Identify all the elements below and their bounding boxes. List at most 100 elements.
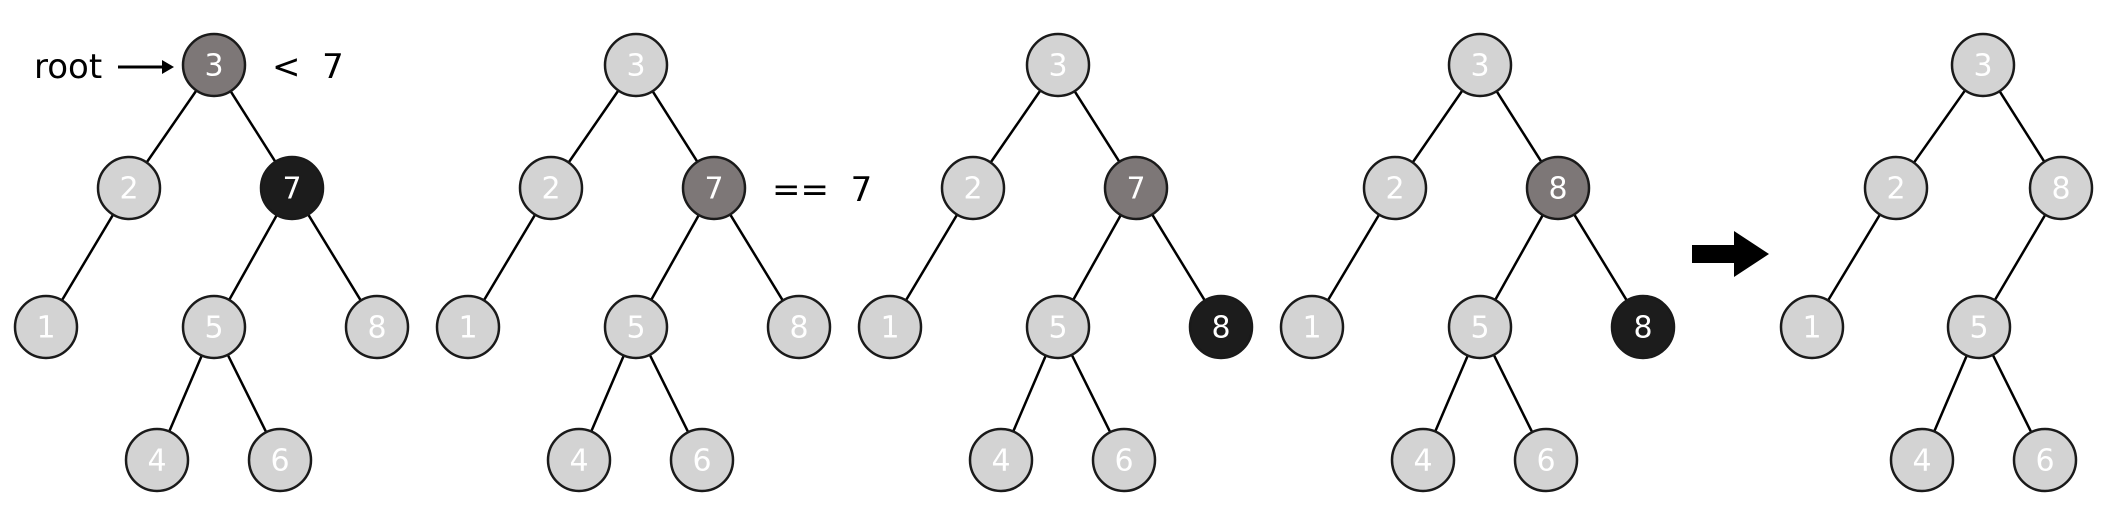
edge-5-4 <box>1434 355 1469 432</box>
node-label: 5 <box>1470 311 1489 346</box>
node-label: 7 <box>1126 172 1145 207</box>
tree-node: 5 <box>1447 294 1513 360</box>
edge-3-2 <box>145 89 198 164</box>
node-label: 3 <box>204 49 223 84</box>
edge-5-4 <box>590 355 625 432</box>
node-circle-default <box>669 427 735 493</box>
tree-node: 3 <box>1025 32 1091 98</box>
node-circle-current <box>181 32 247 98</box>
node-label: 2 <box>1886 172 1905 207</box>
tree-panel-5: 3 2 8 1 5 4 6 <box>1779 32 2094 493</box>
edge-2-1 <box>1326 213 1381 302</box>
edge-2-1 <box>482 213 537 302</box>
edge-3-2 <box>1411 89 1464 164</box>
tree-node: 4 <box>124 427 190 493</box>
node-label: 6 <box>2035 444 2054 479</box>
edge-7-5 <box>1494 214 1544 301</box>
node-label: 4 <box>1413 444 1432 479</box>
edge-7-8 <box>729 213 784 302</box>
node-circle-default <box>1390 427 1456 493</box>
edge-5-6 <box>1070 354 1112 433</box>
node-circle-default <box>1447 294 1513 360</box>
arrow-right-icon <box>118 60 174 74</box>
node-circle-default <box>603 32 669 98</box>
node-label: 1 <box>36 311 55 346</box>
tree-node: 1 <box>13 294 79 360</box>
tree-node: 2 <box>940 155 1006 221</box>
node-label: 1 <box>458 311 477 346</box>
tree-node: 2 <box>1863 155 1929 221</box>
node-circle-default <box>344 294 410 360</box>
node-label: 8 <box>1548 172 1567 207</box>
edge-3-2 <box>1912 89 1967 164</box>
node-label: 8 <box>1211 311 1230 346</box>
edge-2-1 <box>60 213 115 302</box>
node-circle-highlight <box>1610 294 1676 360</box>
tree-node: 4 <box>1889 427 1955 493</box>
tree-node: 2 <box>96 155 162 221</box>
tree-node: 8 <box>1610 294 1676 360</box>
tree-node: 7 <box>1103 155 1169 221</box>
tree-node: 1 <box>435 294 501 360</box>
node-label: 2 <box>963 172 982 207</box>
tree-node: 1 <box>1779 294 1845 360</box>
node-circle-default <box>96 155 162 221</box>
node-label: 1 <box>1802 311 1821 346</box>
node-label: 6 <box>692 444 711 479</box>
edge-7-8 <box>1151 213 1206 302</box>
tree-node: 7 <box>259 155 325 221</box>
node-label: 5 <box>626 311 645 346</box>
edge-7-8 <box>1573 213 1628 302</box>
node-circle-default <box>124 427 190 493</box>
tree-node: 4 <box>546 427 612 493</box>
tree-node: 6 <box>2012 427 2078 493</box>
tree-node: 8 <box>1525 155 1591 221</box>
node-circle-current <box>681 155 747 221</box>
edge-7-5 <box>1072 214 1122 301</box>
edge-7-5 <box>1993 214 2047 301</box>
node-circle-current <box>1103 155 1169 221</box>
edge-3-2 <box>567 89 620 164</box>
edge-5-4 <box>1012 355 1047 432</box>
node-label: 4 <box>991 444 1010 479</box>
transition-arrow-layer <box>1692 231 1769 277</box>
node-label: 2 <box>1385 172 1404 207</box>
edge-5-6 <box>226 354 268 433</box>
node-circle-default <box>1362 155 1428 221</box>
edge-3-7 <box>1073 90 1121 163</box>
node-circle-default <box>940 155 1006 221</box>
node-circle-default <box>968 427 1034 493</box>
node-label: 8 <box>367 311 386 346</box>
node-label: 5 <box>1969 311 1988 346</box>
tree-node: 8 <box>2028 155 2094 221</box>
node-label: 6 <box>1114 444 1133 479</box>
node-label: 4 <box>147 444 166 479</box>
tree-node: 6 <box>247 427 313 493</box>
comparison-label: < 7 <box>272 47 344 87</box>
tree-node: 3 <box>181 32 247 98</box>
edge-2-1 <box>904 213 959 302</box>
node-circle-default <box>2028 155 2094 221</box>
node-circle-default <box>766 294 832 360</box>
node-label: 8 <box>789 311 808 346</box>
node-circle-default <box>1863 155 1929 221</box>
edge-2-1 <box>1826 213 1882 302</box>
tree-node: 5 <box>603 294 669 360</box>
node-label: 8 <box>2051 172 2070 207</box>
node-circle-default <box>181 294 247 360</box>
tree-node: 3 <box>1950 32 2016 98</box>
node-circle-highlight <box>1188 294 1254 360</box>
node-label: 6 <box>270 444 289 479</box>
edge-5-6 <box>1991 354 2033 433</box>
node-circle-default <box>518 155 584 221</box>
tree-node: 1 <box>857 294 923 360</box>
tree-node: 4 <box>1390 427 1456 493</box>
tree-node: 5 <box>1946 294 2012 360</box>
edge-5-6 <box>648 354 690 433</box>
edge-3-7 <box>1495 90 1543 163</box>
node-label: 3 <box>1470 49 1489 84</box>
